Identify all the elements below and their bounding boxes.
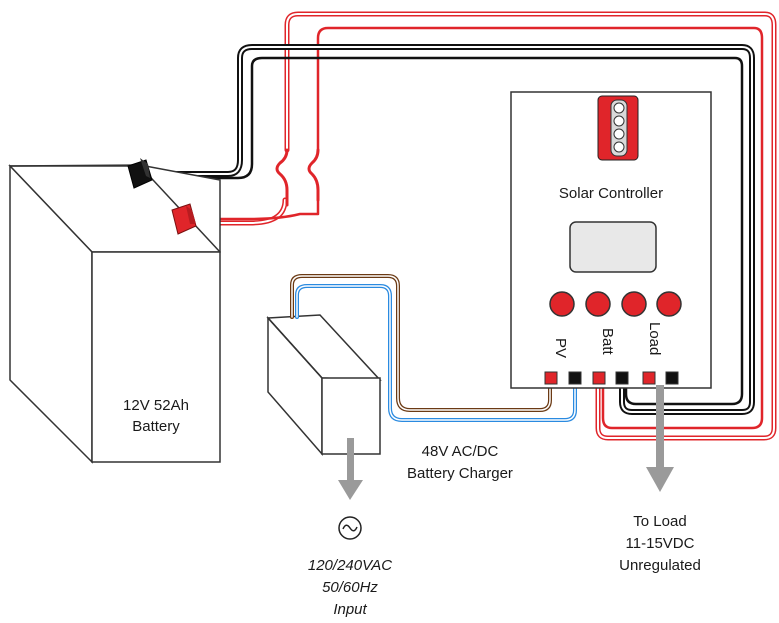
pv-label: PV — [552, 338, 569, 359]
battery-label-line2: Battery — [132, 418, 180, 435]
controller-button-2 — [585, 291, 611, 317]
controller-terminals — [544, 371, 679, 385]
load-label: Load — [646, 322, 663, 356]
pv-negative-terminal — [568, 371, 582, 385]
brown-wire — [290, 274, 552, 412]
controller-display — [569, 221, 657, 273]
ac-input-arrow — [338, 438, 363, 500]
batt-positive-terminal — [592, 371, 606, 385]
charger — [266, 314, 382, 457]
load-output-arrow — [646, 385, 674, 492]
load-output-label-line1: To Load — [633, 513, 687, 530]
charger-label-line2: Battery Charger — [407, 465, 513, 482]
load-negative-terminal — [665, 371, 679, 385]
controller-buttons — [549, 291, 682, 317]
battery — [8, 164, 221, 464]
pv-positive-terminal — [544, 371, 558, 385]
charger-label-line1: 48V AC/DC — [421, 443, 499, 460]
battery-label-line1: 12V 52Ah — [123, 397, 189, 414]
battery-positive-terminal — [171, 203, 197, 235]
load-output-label-line2: 11-15VDC — [625, 535, 695, 552]
load-output-label-line3: Unregulated — [619, 557, 701, 574]
batt-negative-terminal — [615, 371, 629, 385]
black-wire — [145, 44, 755, 415]
controller-button-4 — [656, 291, 682, 317]
controller-button-1 — [549, 291, 575, 317]
ac-input-label-line3: Input — [333, 601, 367, 618]
blue-wire — [295, 284, 577, 422]
controller-button-3 — [621, 291, 647, 317]
controller-connector — [597, 95, 639, 161]
battery-negative-terminal — [127, 158, 153, 189]
controller-title: Solar Controller — [558, 185, 664, 202]
load-positive-terminal — [642, 371, 656, 385]
ac-input-label-line1: 120/240VAC — [307, 557, 393, 574]
ac-source-icon — [338, 516, 362, 540]
ac-input-label-line2: 50/60Hz — [322, 579, 378, 596]
batt-label: Batt — [599, 328, 616, 355]
red-wire — [177, 11, 777, 441]
